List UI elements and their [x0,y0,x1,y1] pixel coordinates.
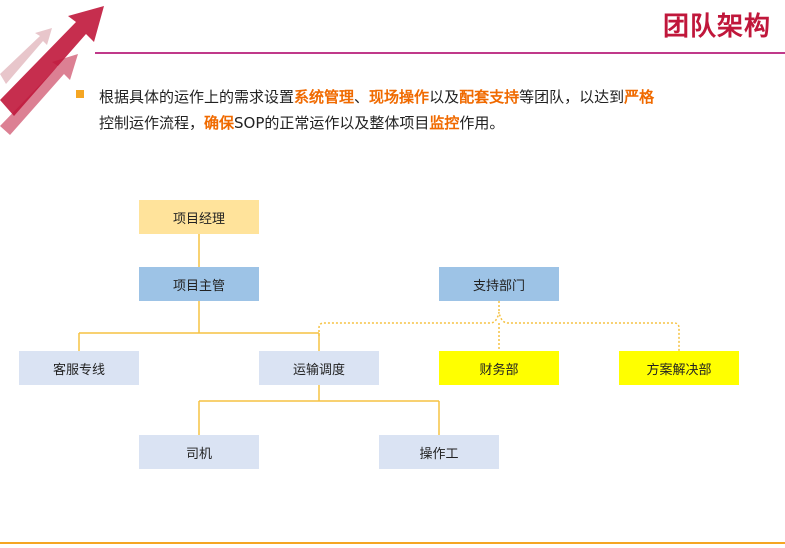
header-divider [95,52,785,54]
footer-divider [0,542,785,544]
node-transport-dispatch: 运输调度 [259,351,379,385]
intro-highlight: 系统管理 [294,88,355,106]
node-operator: 操作工 [379,435,499,469]
intro-highlight: 配套支持 [459,88,520,106]
intro-segment: SOP的正常运作以及整体项目 [234,114,430,132]
intro-segment: 等团队，以达到 [519,88,625,106]
intro-segment: 、 [354,88,370,106]
intro-segment: 根据具体的运作上的需求设置 [99,88,295,106]
node-support-department: 支持部门 [439,267,559,301]
bullet-square-icon [76,90,84,98]
intro-highlight: 确保 [204,114,235,132]
node-project-manager: 项目经理 [139,200,259,234]
node-customer-service: 客服专线 [19,351,139,385]
node-solution-department: 方案解决部 [619,351,739,385]
intro-text: 根据具体的运作上的需求设置系统管理、现场操作以及配套支持等团队，以达到严格控制运… [99,84,766,136]
intro-segment: 作用。 [459,114,505,132]
intro-highlight: 监控 [429,114,460,132]
intro-segment: 以及 [429,88,460,106]
intro-highlight: 现场操作 [369,88,430,106]
node-finance: 财务部 [439,351,559,385]
support-brace [318,311,680,351]
intro-paragraph: 根据具体的运作上的需求设置系统管理、现场操作以及配套支持等团队，以达到严格控制运… [76,84,766,136]
node-project-supervisor: 项目主管 [139,267,259,301]
page-title: 团队架构 [662,12,771,42]
node-driver: 司机 [139,435,259,469]
intro-segment: 控制运作流程， [99,114,205,132]
arrow-logo-icon [0,6,104,135]
intro-highlight: 严格 [624,88,655,106]
